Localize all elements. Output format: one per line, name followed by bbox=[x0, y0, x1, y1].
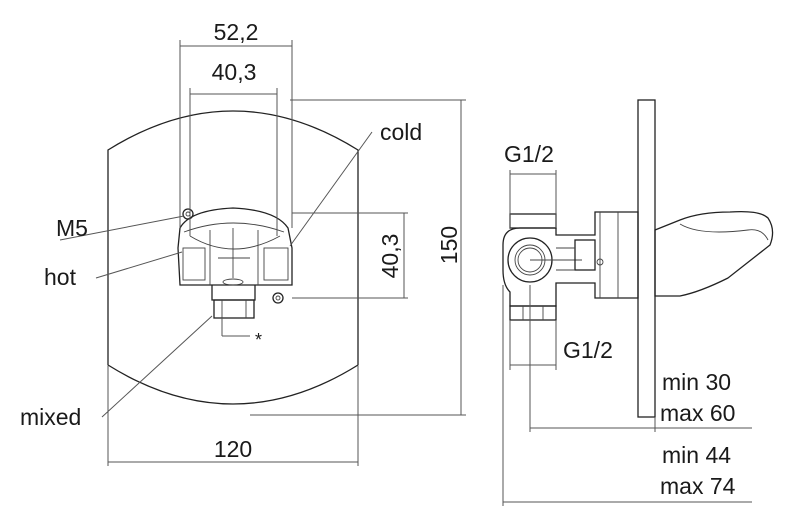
dim-label-150: 150 bbox=[436, 226, 462, 264]
callout-hot: hot bbox=[44, 251, 183, 290]
dimension-120: 120 bbox=[107, 366, 359, 466]
dimension-150: 150 bbox=[250, 99, 466, 416]
callout-cold: cold bbox=[289, 119, 422, 247]
dim-label-g12-bottom: G1/2 bbox=[563, 337, 613, 363]
dimension-g12-top: G1/2 bbox=[504, 141, 557, 228]
escutcheon-plate bbox=[107, 110, 359, 405]
dim-label-min-44: min 44 bbox=[662, 442, 731, 468]
screw-hole-lower bbox=[272, 292, 284, 304]
dimension-g12-bottom: G1/2 bbox=[509, 320, 613, 370]
dimension-40-3-horizontal: 40,3 bbox=[189, 59, 278, 236]
callout-asterisk: * bbox=[221, 318, 262, 350]
dim-label-120: 120 bbox=[214, 436, 252, 462]
callout-mixed: mixed bbox=[20, 315, 213, 430]
dimension-40-3-vertical: 40,3 bbox=[292, 212, 408, 299]
dim-label-max-74: max 74 bbox=[660, 473, 736, 499]
label-m5: M5 bbox=[56, 215, 88, 241]
label-asterisk: * bbox=[255, 330, 262, 350]
label-mixed: mixed bbox=[20, 404, 81, 430]
side-view: G1/2 G1/2 min 30 max 60 min 44 max 74 bbox=[502, 99, 774, 506]
wall-plate bbox=[637, 99, 656, 418]
dim-label-52-2: 52,2 bbox=[214, 19, 259, 45]
dim-label-g12-top: G1/2 bbox=[504, 141, 554, 167]
valve-housing-side bbox=[502, 211, 639, 321]
label-cold: cold bbox=[380, 119, 422, 145]
dimension-depth-1: min 30 max 60 bbox=[529, 285, 752, 432]
dim-label-min-30: min 30 bbox=[662, 369, 731, 395]
handle-lever-detail bbox=[679, 223, 769, 241]
label-hot: hot bbox=[44, 264, 77, 290]
dim-label-max-60: max 60 bbox=[660, 400, 735, 426]
dim-label-40-3-horizontal: 40,3 bbox=[212, 59, 257, 85]
dimension-52-2: 52,2 bbox=[179, 19, 293, 228]
front-view: 52,2 40,3 40,3 150 120 bbox=[20, 19, 466, 466]
screw-hole-lower-inner bbox=[275, 295, 281, 301]
dim-label-40-3-vertical: 40,3 bbox=[377, 234, 403, 279]
dimension-depth-2: min 44 max 74 bbox=[502, 285, 752, 506]
m5-screw-hole-inner bbox=[185, 211, 191, 217]
handle-lever bbox=[654, 210, 774, 297]
callout-m5: M5 bbox=[56, 215, 185, 241]
